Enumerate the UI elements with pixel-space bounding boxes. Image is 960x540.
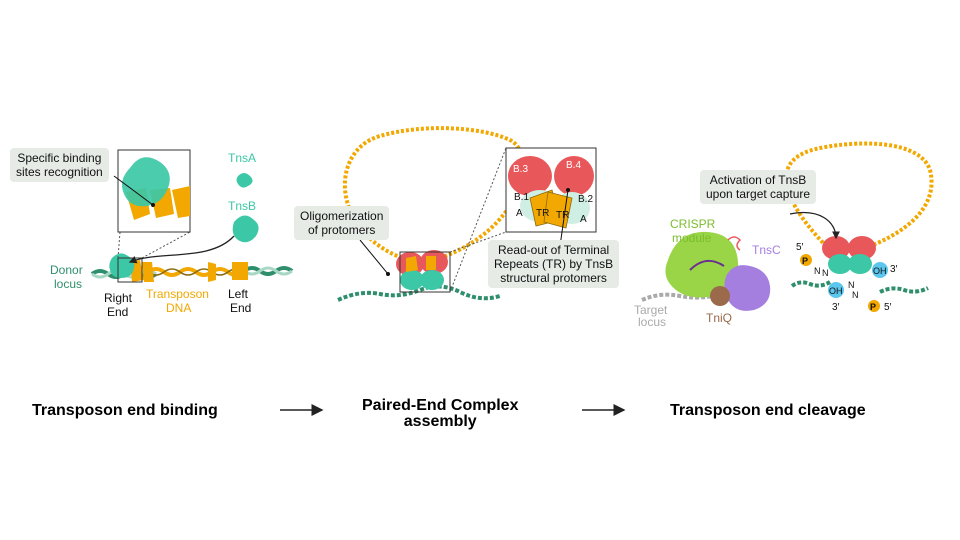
phosphate-badge-left xyxy=(800,254,812,266)
pec-complex xyxy=(396,250,448,290)
n-left-2: N xyxy=(822,268,829,278)
tnsB-bound-shape xyxy=(109,253,135,278)
hydroxyl-badge-lower xyxy=(828,282,844,298)
tnsB-protein xyxy=(232,215,259,243)
right-end-label-2: End xyxy=(107,305,128,319)
cleaved-donor-left xyxy=(790,280,832,288)
three-prime-lower: 3′ xyxy=(832,302,840,313)
transposon-dna-strand xyxy=(146,267,246,277)
pec-zoom-box xyxy=(399,251,451,293)
target-locus-label-2: locus xyxy=(638,315,666,329)
zoom-label-a-right: A xyxy=(580,214,587,225)
step-title-pec-line-2: assembly xyxy=(403,413,477,430)
left-end-label-1: Left xyxy=(228,287,249,301)
crispr-guide-rna xyxy=(689,259,725,271)
zoom-label-b3: B.3 xyxy=(513,164,528,175)
binding-arrow xyxy=(128,235,235,264)
callout-binding-line-1: Specific binding xyxy=(17,151,102,165)
cleaved-donor-right xyxy=(879,286,929,294)
tniQ-label: TniQ xyxy=(706,311,732,325)
oh-right-text: OH xyxy=(873,266,887,276)
zoom-label-b2: B.2 xyxy=(578,194,593,205)
five-prime-left: 5′ xyxy=(796,242,804,253)
callout-binding-recognition: Specific binding sites recognition xyxy=(10,148,109,182)
tnsC-label: TnsC xyxy=(752,243,781,257)
donor-locus-label-2: locus xyxy=(54,277,82,291)
phosphate-right-text: P xyxy=(870,302,876,312)
hydroxyl-badge-right xyxy=(872,262,888,278)
crispr-module xyxy=(665,231,739,298)
oh-lower-text: OH xyxy=(829,286,843,296)
zoom-panel-binding xyxy=(117,149,191,233)
callout-oligomerization-line-2: of protomers xyxy=(308,223,376,237)
zoom-label-b4: B.4 xyxy=(566,160,581,171)
tnsC-protein xyxy=(724,265,771,311)
callout-tr-line-3: structural protomers xyxy=(500,271,607,285)
callout-activation-line-2: upon target capture xyxy=(706,187,811,201)
n-lower-1: N xyxy=(848,280,855,290)
callout-tr-line-2: Repeats (TR) by TnsB xyxy=(494,257,614,271)
target-locus-label-1: Target xyxy=(634,303,668,317)
panel-3-end-cleavage xyxy=(641,141,934,312)
cleaved-complex xyxy=(822,236,876,274)
callout-tnsB-activation: Activation of TnsB upon target capture xyxy=(700,170,817,204)
pec-zoom-panel xyxy=(505,147,597,233)
crispr-label-2: module xyxy=(672,231,712,245)
donor-locus-label-1: Donor xyxy=(50,263,83,277)
zoom-label-tr-left: TR xyxy=(536,208,549,219)
right-end-label-1: Right xyxy=(104,291,133,305)
phosphate-badge-right xyxy=(868,300,880,312)
callout-activation-line-1: Activation of TnsB xyxy=(709,173,807,187)
five-prime-right: 5′ xyxy=(884,302,892,313)
step-title-pec-line-1: Paired-End Complex xyxy=(362,397,519,414)
phosphate-left-text: P xyxy=(802,256,808,266)
callout-binding-line-2: sites recognition xyxy=(16,165,103,179)
tnsB-label: TnsB xyxy=(228,199,256,213)
panel-2-paired-end-complex xyxy=(337,126,597,302)
callout-oligomerization-line-1: Oligomerization xyxy=(300,209,384,223)
transposon-dna-label-1: Transposon xyxy=(146,287,209,301)
step-title-end-binding: Transposon end binding xyxy=(32,402,218,419)
zoom-label-tr-right: TR xyxy=(556,210,569,221)
callout-tr-line-1: Read-out of Terminal xyxy=(497,243,610,257)
left-end-label-2: End xyxy=(230,301,251,315)
zoom-label-a-left: A xyxy=(516,208,523,219)
tnsA-label: TnsA xyxy=(228,151,256,165)
step-title-end-cleavage: Transposon end cleavage xyxy=(670,402,866,419)
n-lower-2: N xyxy=(852,290,859,300)
n-left-1: N xyxy=(814,266,821,276)
crispr-label-1: CRISPR xyxy=(670,217,716,231)
cleavage-transposon-loop xyxy=(784,141,934,252)
pec-donor-dna xyxy=(337,284,501,302)
step-title-pec-assembly: Paired-End Complex assembly xyxy=(362,398,518,430)
callout-oligomerization: Oligomerization of protomers xyxy=(294,206,390,240)
zoom-label-b1: B.1 xyxy=(514,192,529,203)
capture-arrow xyxy=(789,212,840,240)
three-prime-right: 3′ xyxy=(890,264,898,275)
tniQ-protein xyxy=(710,286,730,306)
transposon-dna-label-2: DNA xyxy=(166,301,191,315)
callout-terminal-repeats: Read-out of Terminal Repeats (TR) by Tns… xyxy=(488,240,620,288)
left-end-sites xyxy=(232,262,248,280)
panel-1-end-binding xyxy=(90,149,294,283)
tnsA-protein xyxy=(236,173,253,188)
